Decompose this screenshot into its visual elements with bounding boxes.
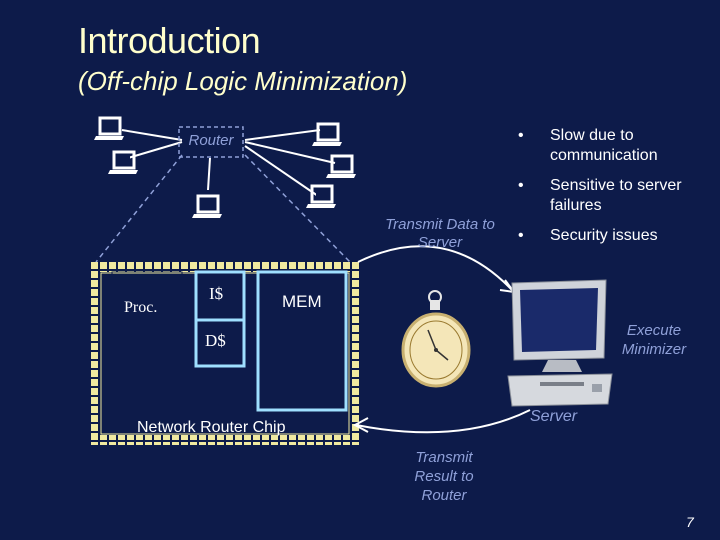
bullet-item: • Sensitive to server failures (510, 176, 710, 216)
transmit-result-label: Transmit Result to Router (414, 449, 474, 504)
bullet-item: • Slow due to communication (510, 126, 710, 166)
router-label: Router (188, 132, 234, 149)
bullet-text: Sensitive to server failures (550, 177, 682, 214)
dcache-block (194, 318, 246, 368)
bullet-marker: • (518, 127, 524, 144)
chip-label: Network Router Chip (137, 419, 286, 436)
bullet-marker: • (518, 177, 524, 194)
dcache-label: D$ (205, 331, 226, 350)
computer-terminal-icon (106, 150, 140, 176)
stopwatch-icon (401, 290, 471, 388)
computer-terminal-icon (304, 184, 338, 210)
computer-terminal-icon (324, 154, 358, 180)
page-number: 7 (686, 514, 694, 530)
bullet-item: • Security issues (510, 226, 710, 246)
bullet-text: Security issues (550, 227, 658, 244)
icache-label: I$ (209, 284, 224, 303)
network-router-chip (90, 262, 360, 445)
slide-subtitle: (Off-chip Logic Minimization) (78, 66, 408, 96)
execute-minimizer-label: Execute Minimizer (621, 322, 687, 358)
transmit-data-label: Transmit Data to Server (385, 216, 495, 251)
arrow-to-router (352, 409, 531, 434)
processor-label: Proc. (124, 299, 158, 316)
desktop-server-icon (507, 279, 613, 407)
bullet-text: Slow due to communication (550, 127, 658, 164)
router-box (178, 126, 244, 158)
processor-block (111, 271, 183, 351)
memory-block (256, 270, 348, 412)
server-label: Server (530, 408, 578, 425)
zoom-lines (95, 154, 351, 263)
bullet-list: • Slow due to communication • Sensitive to… (510, 126, 710, 256)
network-links (121, 129, 336, 197)
memory-label: MEM (282, 292, 322, 311)
arrow-to-server (357, 245, 517, 294)
bullet-marker: • (518, 227, 524, 244)
computer-terminal-icon (92, 116, 126, 142)
computer-terminal-icon (310, 122, 344, 148)
computer-terminal-icon (190, 194, 224, 220)
slide-title: Introduction (78, 20, 261, 61)
